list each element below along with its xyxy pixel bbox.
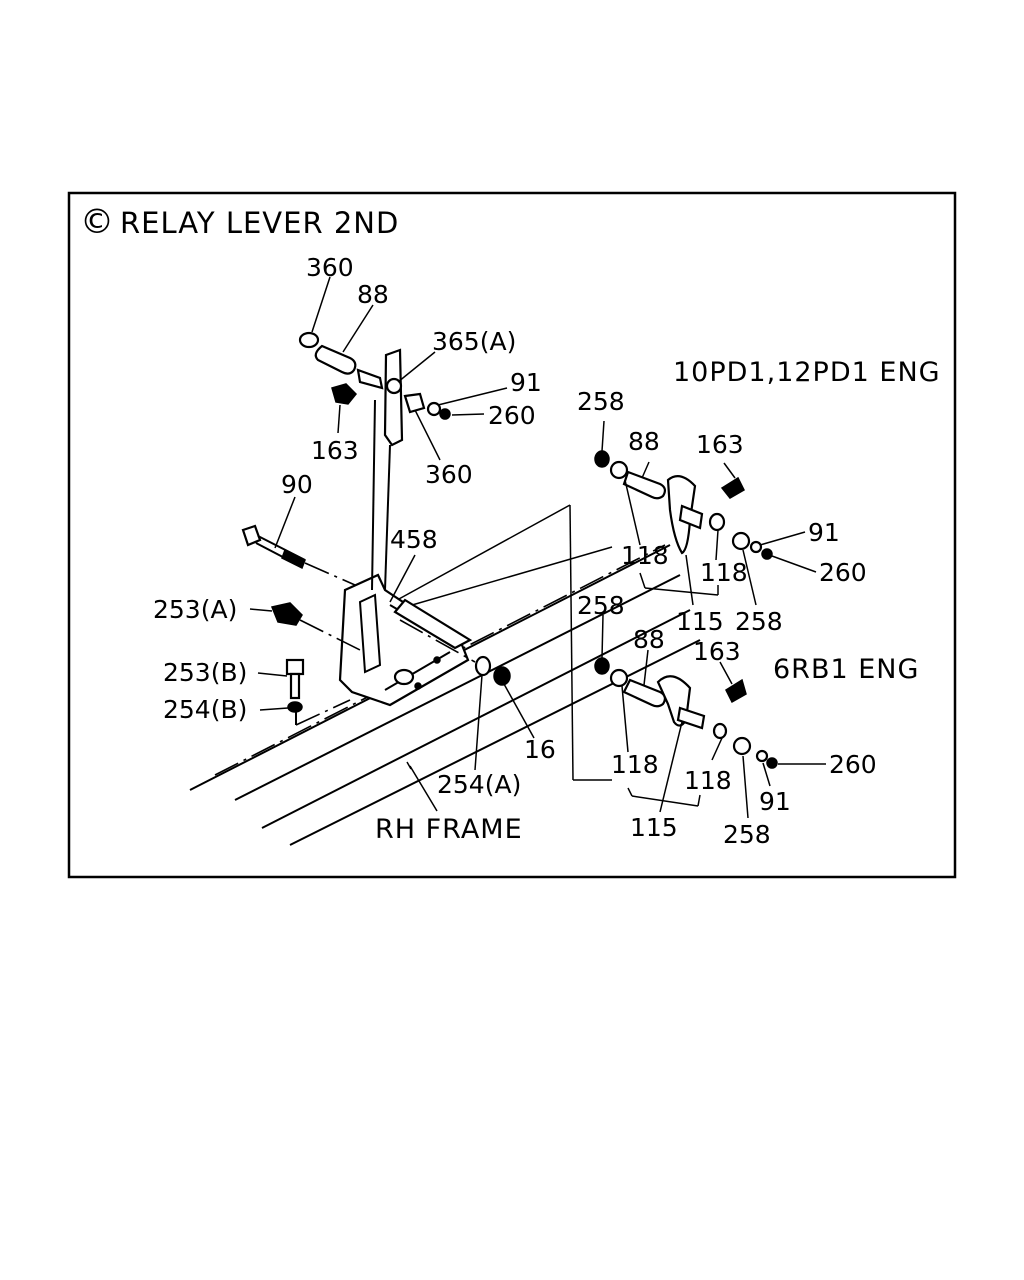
diagram-title: RELAY LEVER 2ND [120,206,399,240]
part-88-top [314,344,357,375]
frame-label: RH FRAME [375,814,523,845]
label-lower-258-top: 258 [577,591,625,620]
label-lower-163: 163 [693,637,741,666]
label-254b: 254(B) [163,695,247,724]
lower-variant-assembly [594,657,778,769]
title-symbol: © [80,202,115,242]
label-upper-91: 91 [808,518,840,547]
engine-variant-upper: 10PD1,12PD1 ENG [673,357,941,388]
label-90: 90 [281,470,313,499]
part-91-top [426,401,442,417]
label-260-left: 260 [488,401,536,430]
bolt-90 [241,524,356,586]
bolt-253a [270,602,303,626]
label-upper-163: 163 [696,430,744,459]
label-91-left: 91 [510,368,542,397]
engine-variant-lower: 6RB1 ENG [773,654,919,685]
variant-bracket [387,504,613,781]
label-upper-260: 260 [819,558,867,587]
label-163-left: 163 [311,436,359,465]
label-88-left: 88 [357,280,389,309]
part-360-top [298,331,320,349]
label-lower-258-bottom: 258 [723,820,771,849]
label-upper-258-top: 258 [577,387,625,416]
label-lower-91: 91 [759,787,791,816]
label-upper-88: 88 [628,427,660,456]
label-lower-260: 260 [829,750,877,779]
label-253a: 253(A) [153,595,237,624]
part-360-bottom [403,392,426,414]
lower-variant-leaders [601,614,826,819]
nut-16 [493,666,511,686]
label-458: 458 [390,525,438,554]
label-upper-118-right: 118 [700,558,748,587]
label-lower-118-right: 118 [684,766,732,795]
label-lower-118-left: 118 [611,750,659,779]
label-upper-118-left: 118 [621,541,669,570]
part-260-top [439,408,451,420]
left-leaders [249,276,535,771]
label-365a: 365(A) [432,327,516,356]
label-360-top: 360 [306,253,354,282]
label-360-bottom: 360 [425,460,473,489]
diagram-border [67,191,957,879]
label-lower-88: 88 [633,625,665,654]
rh-frame-rails [189,544,701,846]
label-upper-115: 115 [676,607,724,636]
label-254a: 254(A) [437,770,521,799]
label-16: 16 [524,735,556,764]
relay-lever [371,348,404,591]
part-163-top [331,383,358,405]
washer-254b [287,701,303,713]
washer-254a [474,655,492,677]
label-lower-115: 115 [630,813,678,842]
label-253b: 253(B) [163,658,247,687]
label-upper-258-bottom: 258 [735,607,783,636]
upper-variant-leaders [601,420,817,606]
relay-bracket [338,573,473,707]
bolt-253b [285,658,305,700]
